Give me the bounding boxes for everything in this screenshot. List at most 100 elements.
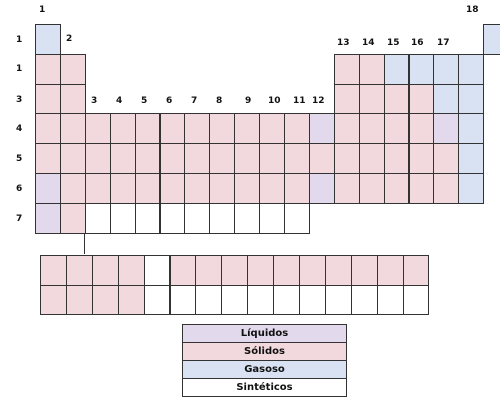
group-label: 2 xyxy=(66,34,73,44)
element-cell xyxy=(209,143,236,174)
element-cell xyxy=(35,24,61,55)
element-cell xyxy=(134,202,161,234)
element-cell xyxy=(333,113,360,145)
period-label: 5 xyxy=(16,154,23,164)
f-block-cell xyxy=(350,284,378,315)
element-cell xyxy=(209,173,236,204)
element-cell xyxy=(333,83,360,115)
element-cell xyxy=(383,113,410,145)
group-label: 12 xyxy=(312,96,325,106)
group-label: 14 xyxy=(362,38,375,48)
group-label: 15 xyxy=(387,38,400,48)
element-cell xyxy=(259,173,285,204)
group-label: 5 xyxy=(141,96,148,106)
element-cell xyxy=(59,83,86,115)
f-block-cell xyxy=(221,255,249,286)
element-cell xyxy=(234,113,261,145)
element-cell xyxy=(184,173,211,204)
element-cell xyxy=(184,202,211,234)
element-cell xyxy=(284,113,310,145)
group-label: 6 xyxy=(166,96,173,106)
element-cell xyxy=(259,143,285,174)
element-cell xyxy=(109,202,136,234)
element-cell xyxy=(184,113,211,145)
element-cell xyxy=(433,113,460,145)
period-label: 1 xyxy=(16,64,23,74)
element-cell xyxy=(433,173,460,204)
group-label: 3 xyxy=(91,96,98,106)
element-cell xyxy=(433,143,460,174)
group-label: 11 xyxy=(293,96,306,106)
element-cell xyxy=(109,173,136,204)
f-block-cell xyxy=(169,255,197,286)
element-cell xyxy=(109,113,136,145)
legend-item-synthetic: Sintéticos xyxy=(182,378,347,397)
element-cell xyxy=(333,173,360,204)
element-cell xyxy=(458,83,485,115)
element-cell xyxy=(458,143,485,174)
element-cell xyxy=(234,173,261,204)
period-label: 1 xyxy=(16,35,23,45)
legend-item-liquid: Líquidos xyxy=(182,324,347,343)
element-cell xyxy=(159,143,186,174)
element-cell xyxy=(234,202,261,234)
element-cell xyxy=(408,143,435,174)
f-block-cell xyxy=(299,284,326,315)
element-cell xyxy=(333,53,360,85)
element-cell xyxy=(358,173,385,204)
f-block-cell xyxy=(299,255,326,286)
element-cell xyxy=(134,113,161,145)
element-cell xyxy=(284,173,310,204)
element-cell xyxy=(408,113,435,145)
element-cell xyxy=(308,143,335,174)
period-label: 7 xyxy=(16,214,23,224)
element-cell xyxy=(59,143,86,174)
group-label: 1 xyxy=(39,5,46,15)
element-cell xyxy=(308,173,335,204)
f-block-cell xyxy=(40,284,67,315)
f-block-cell xyxy=(402,255,430,286)
period-label: 3 xyxy=(16,95,23,105)
element-cell xyxy=(209,113,236,145)
f-block-cell xyxy=(117,255,145,286)
element-cell xyxy=(184,143,211,174)
element-cell xyxy=(159,173,186,204)
group-label: 7 xyxy=(191,96,198,106)
element-cell xyxy=(408,83,435,115)
element-cell xyxy=(433,53,460,85)
element-cell xyxy=(433,83,460,115)
element-cell xyxy=(383,53,410,85)
element-cell xyxy=(35,113,61,145)
element-cell xyxy=(383,83,410,115)
f-block-cell xyxy=(221,284,249,315)
element-cell xyxy=(358,83,385,115)
element-cell xyxy=(35,53,61,85)
group-label: 10 xyxy=(268,96,281,106)
element-cell xyxy=(134,143,161,174)
f-block-cell xyxy=(65,255,93,286)
element-cell xyxy=(383,143,410,174)
element-cell xyxy=(35,173,61,204)
element-cell xyxy=(458,173,485,204)
f-block-cell xyxy=(143,284,171,315)
f-block-cell xyxy=(247,255,275,286)
f-block-cell xyxy=(195,284,223,315)
element-cell xyxy=(209,202,236,234)
element-cell xyxy=(458,113,485,145)
element-cell xyxy=(84,202,111,234)
element-cell xyxy=(35,143,61,174)
group-label: 8 xyxy=(216,96,223,106)
legend-item-gas: Gasoso xyxy=(182,360,347,379)
element-cell xyxy=(109,143,136,174)
group-label: 18 xyxy=(466,5,479,15)
f-block-cell xyxy=(402,284,430,315)
element-cell xyxy=(59,173,86,204)
element-cell xyxy=(35,83,61,115)
element-cell xyxy=(358,113,385,145)
group-label: 9 xyxy=(245,96,252,106)
f-block-cell xyxy=(117,284,145,315)
period-label: 4 xyxy=(16,124,23,134)
f-block-cell xyxy=(65,284,93,315)
f-block-cell xyxy=(350,255,378,286)
